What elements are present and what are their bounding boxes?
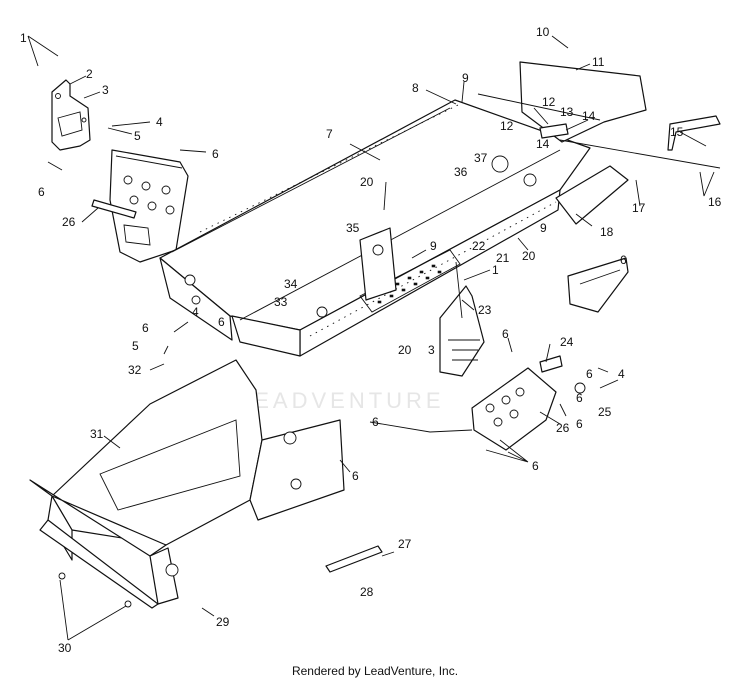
callout-33: 33 [274,295,288,309]
callout-30: 30 [58,641,72,655]
callout-3: 3 [102,83,109,97]
callout-20c: 20 [398,343,412,357]
render-credit: Rendered by LeadVenture, Inc. [291,664,459,678]
callout-31: 31 [90,427,104,441]
callout-18: 18 [600,225,614,239]
callout-29: 29 [216,615,230,629]
rear-plate-and-rail [477,61,721,169]
callout-14b: 14 [536,137,550,151]
callout-6g: 6 [586,367,593,381]
lower-chassis-pan [29,359,383,609]
callout-3b: 3 [428,343,435,357]
watermark: LEADVENTURE [238,388,445,413]
callout-11: 11 [592,55,605,69]
callout-9c: 9 [430,239,437,253]
callout-2: 2 [86,67,93,81]
callout-6b: 6 [38,185,45,199]
callout-25: 25 [598,405,612,419]
callout-6d: 6 [218,315,225,329]
callout-35: 35 [346,221,360,235]
callout-23: 23 [478,303,492,317]
callout-13: 13 [560,105,574,119]
leader-lines [27,35,715,641]
center-bracket [439,261,485,377]
callout-12: 12 [542,95,556,109]
bracket-assembly-top-left [51,79,189,263]
callout-5b: 5 [132,339,139,353]
callout-6f: 6 [502,327,509,341]
callout-4: 4 [156,115,163,129]
callout-labels: 1 2 3 4 5 6 6 26 7 8 9 10 11 12 13 14 12… [20,25,722,655]
callout-6k: 6 [372,415,379,429]
callout-7: 7 [326,127,333,141]
callout-36: 36 [454,165,468,179]
callout-6j: 6 [532,459,539,473]
callout-4c: 4 [618,367,625,381]
callout-34: 34 [284,277,298,291]
callout-27: 27 [398,537,412,551]
callout-26: 26 [62,215,76,229]
callout-17: 17 [632,201,646,215]
callout-14: 14 [582,109,596,123]
callout-15: 15 [670,125,684,139]
callout-28: 28 [360,585,374,599]
callout-22: 22 [472,239,486,253]
callout-32: 32 [128,363,142,377]
right-brackets [555,165,629,313]
callout-6l: 6 [352,469,359,483]
callout-4b: 4 [192,305,199,319]
callout-12b: 12 [500,119,514,133]
callout-6: 6 [212,147,219,161]
callout-1: 1 [20,31,27,45]
callout-26b: 26 [556,421,570,435]
main-tunnel-frame [159,99,591,357]
callout-21: 21 [496,251,510,265]
callout-6e: 6 [142,321,149,335]
callout-1b: 1 [492,263,499,277]
callout-37: 37 [474,151,488,165]
callout-24: 24 [560,335,574,349]
callout-5: 5 [134,129,141,143]
callout-6h: 6 [576,391,583,405]
callout-9: 9 [462,71,469,85]
callout-20b: 20 [522,249,536,263]
callout-16: 16 [708,195,722,209]
callout-9b: 9 [540,221,547,235]
lower-right-bracket [471,355,586,451]
callout-6c: 6 [620,253,627,267]
callout-20: 20 [360,175,374,189]
callout-10: 10 [536,25,550,39]
callout-8: 8 [412,81,419,95]
callout-6i: 6 [576,417,583,431]
